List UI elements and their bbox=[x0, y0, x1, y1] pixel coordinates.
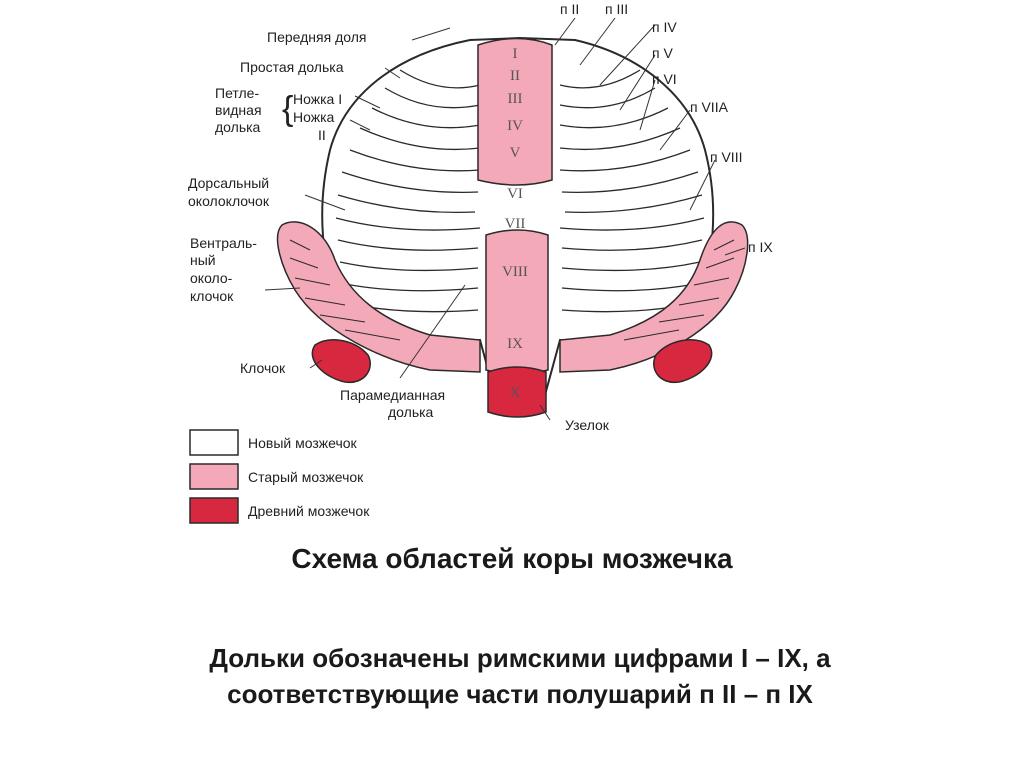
label-h5: п V bbox=[652, 45, 673, 61]
label-dorsal-para-2: околоклочок bbox=[188, 193, 270, 209]
vermis-IX: IX bbox=[507, 336, 523, 352]
vermis-II: II bbox=[510, 68, 520, 84]
leader-lines bbox=[264, 17, 746, 421]
ansiform-bracket: { bbox=[282, 90, 293, 128]
label-nodulus: Узелок bbox=[565, 417, 610, 433]
left-paraflocculus bbox=[276, 221, 481, 373]
archicerebellum-regions bbox=[311, 339, 713, 418]
vermis-VIII: VIII bbox=[502, 264, 528, 280]
right-paraflocculus bbox=[559, 221, 749, 373]
legend-label-neo: Новый мозжечок bbox=[248, 435, 358, 451]
right-flocculus bbox=[653, 339, 713, 383]
label-simple-lobule: Простая долька bbox=[240, 59, 344, 75]
legend-label-paleo: Старый мозжечок bbox=[248, 469, 364, 485]
legend-swatch-paleo bbox=[189, 463, 239, 490]
legend-label-archi: Древний мозжечок bbox=[248, 503, 370, 519]
vermis-lower bbox=[485, 229, 549, 375]
label-ansiform-1: Петле- bbox=[215, 85, 259, 101]
label-h7a: п VIIA bbox=[690, 99, 729, 115]
label-ansiform-3: долька bbox=[215, 119, 261, 135]
label-dorsal-para-1: Дорсальный bbox=[188, 175, 269, 191]
label-paramedian-2: долька bbox=[388, 404, 434, 420]
legend: Новый мозжечок Старый мозжечок Древний м… bbox=[189, 429, 370, 524]
label-ventral-para-4: клочок bbox=[190, 288, 234, 304]
label-anterior-lobe: Передняя доля bbox=[267, 29, 366, 45]
label-h4: п IV bbox=[652, 19, 677, 35]
label-h9: п IX bbox=[748, 239, 773, 255]
vermis-IV: IV bbox=[507, 118, 523, 134]
label-flocculus: Клочок bbox=[240, 360, 286, 376]
label-crus-2b: II bbox=[318, 127, 326, 143]
neocerebellum-body bbox=[321, 36, 715, 396]
cerebellum-cortex-diagram: I II III IV V VI VII VIII IX X Передняя … bbox=[188, 1, 773, 524]
label-paramedian-1: Парамедианная bbox=[340, 387, 445, 403]
label-ansiform-2: видная bbox=[215, 102, 262, 118]
label-ventral-para-3: около- bbox=[190, 270, 233, 286]
legend-swatch-neo bbox=[189, 429, 239, 456]
vermis-VI: VI bbox=[507, 186, 523, 202]
vermis-I: I bbox=[513, 46, 518, 62]
subtitle-line-1: Дольки обозначены римскими цифрами I – I… bbox=[209, 643, 831, 673]
diagram-title: Схема областей коры мозжечка bbox=[291, 543, 733, 574]
label-h3: п III bbox=[605, 1, 628, 17]
label-h6: п VI bbox=[652, 71, 677, 87]
diagram-subtitle: Дольки обозначены римскими цифрами I – I… bbox=[90, 640, 950, 712]
paleocerebellum-regions bbox=[276, 37, 749, 375]
nodulus bbox=[487, 366, 547, 418]
left-flocculus bbox=[311, 339, 371, 383]
label-ventral-para-1: Вентраль- bbox=[190, 235, 257, 251]
right-labels: п II п III п IV п V п VI п VIIA п VIII п… bbox=[560, 1, 773, 255]
label-crus-1: Ножка I bbox=[293, 91, 342, 107]
subtitle-line-2: соответствующие части полушарий п II – п… bbox=[227, 679, 813, 709]
vermis-V: V bbox=[510, 145, 521, 161]
vermis-III: III bbox=[508, 91, 523, 107]
vermis-upper bbox=[477, 37, 553, 186]
label-h8: п VIII bbox=[710, 149, 742, 165]
vermis-X: X bbox=[510, 385, 521, 401]
vermis-numerals: I II III IV V VI VII VIII IX X bbox=[502, 46, 528, 401]
legend-swatch-archi bbox=[189, 497, 239, 524]
vermis-VII: VII bbox=[505, 216, 526, 232]
label-crus-2: Ножка bbox=[293, 109, 335, 125]
label-h2: п II bbox=[560, 1, 579, 17]
left-labels: Передняя доля Простая долька Петле- видн… bbox=[188, 29, 610, 433]
label-ventral-para-2: ный bbox=[190, 252, 216, 268]
